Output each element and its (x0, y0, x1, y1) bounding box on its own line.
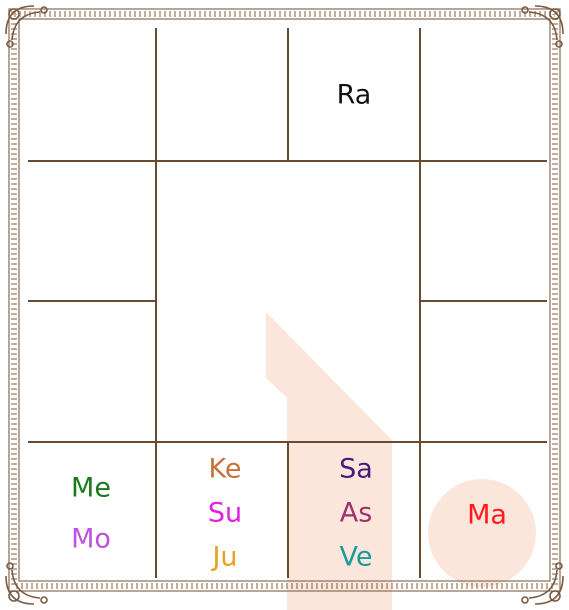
planet-mars: Ma (467, 502, 507, 529)
planet-moon: Mo (71, 526, 111, 553)
planet-saturn: Sa (339, 456, 373, 483)
planet-rahu: Ra (337, 82, 372, 109)
planet-sun: Su (208, 500, 242, 527)
planet-venus: Ve (340, 544, 373, 571)
mars-highlight-circle (428, 479, 536, 587)
planet-ketu: Ke (209, 456, 242, 483)
ascendant-label: As (340, 500, 373, 527)
ascendant-highlight-arrow (266, 312, 392, 610)
planet-jupiter: Ju (212, 544, 237, 571)
planet-mercury: Me (71, 475, 111, 502)
